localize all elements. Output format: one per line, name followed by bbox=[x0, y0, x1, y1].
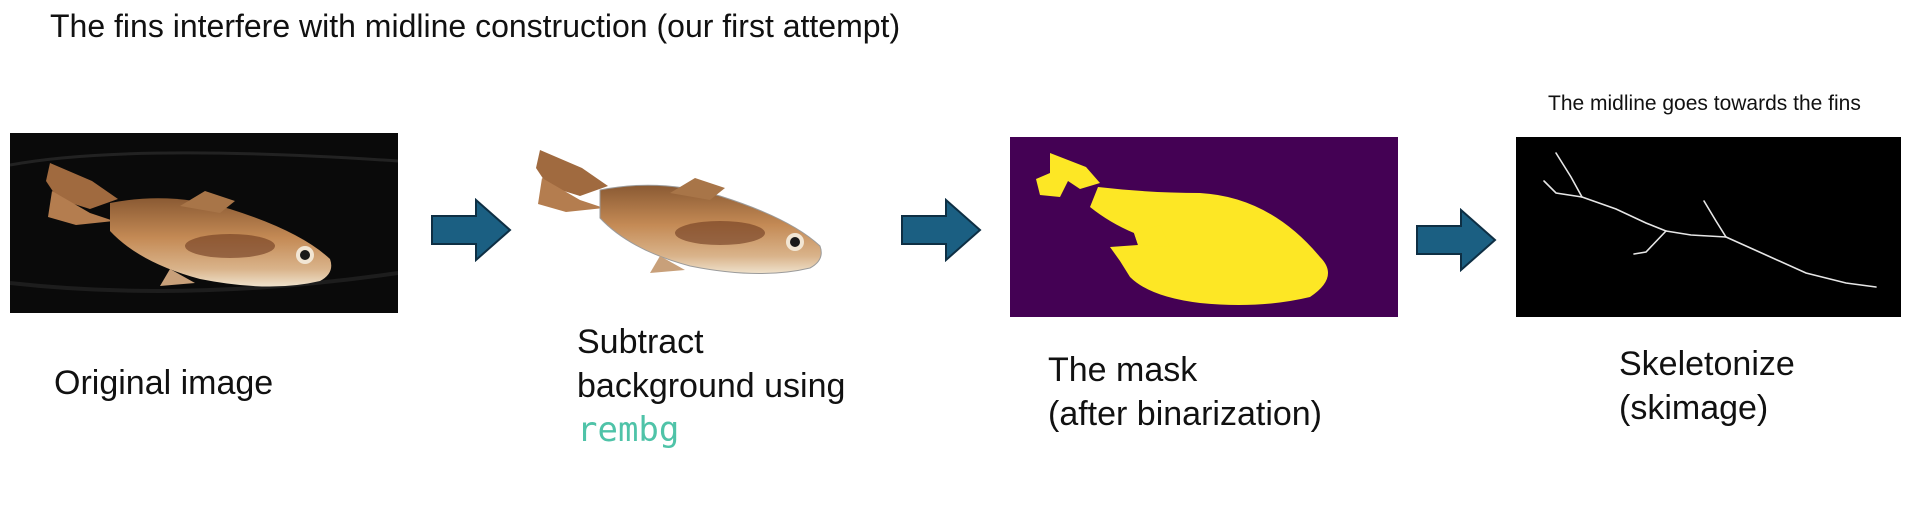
binary-mask-image bbox=[1010, 137, 1398, 317]
caption-line: Original image bbox=[54, 364, 274, 402]
mask-image-panel bbox=[1010, 137, 1398, 317]
midline-annotation: The midline goes towards the fins bbox=[1548, 92, 1861, 115]
caption-line: The mask bbox=[1048, 351, 1198, 389]
arrow-right-3 bbox=[1415, 208, 1497, 272]
arrow-right-2 bbox=[900, 198, 982, 262]
background-removed-fish bbox=[536, 150, 822, 274]
slide-title: The fins interfere with midline construc… bbox=[50, 8, 901, 44]
arrow-right-icon bbox=[431, 198, 512, 262]
rembg-code-label: rembg bbox=[577, 410, 680, 450]
caption-mask: The mask (after binarization) bbox=[1048, 348, 1322, 436]
arrow-right-icon bbox=[901, 198, 982, 262]
original-image-panel bbox=[10, 133, 398, 313]
arrow-right-1 bbox=[430, 198, 512, 262]
caption-line: background using bbox=[577, 367, 846, 405]
rembg-image-panel bbox=[515, 133, 880, 298]
caption-line: Skeletonize bbox=[1619, 345, 1795, 383]
caption-line: (after binarization) bbox=[1048, 395, 1323, 433]
caption-subtract-background: Subtract background using rembg bbox=[577, 320, 845, 452]
caption-line: (skimage) bbox=[1619, 389, 1769, 427]
caption-original-image: Original image bbox=[54, 361, 273, 405]
skeleton-image bbox=[1516, 137, 1901, 317]
skeleton-image-panel bbox=[1516, 137, 1901, 317]
arrow-right-icon bbox=[1416, 208, 1497, 272]
original-fish-photo bbox=[10, 133, 398, 313]
caption-line: Subtract bbox=[577, 323, 704, 361]
caption-skeletonize: Skeletonize (skimage) bbox=[1619, 342, 1795, 430]
